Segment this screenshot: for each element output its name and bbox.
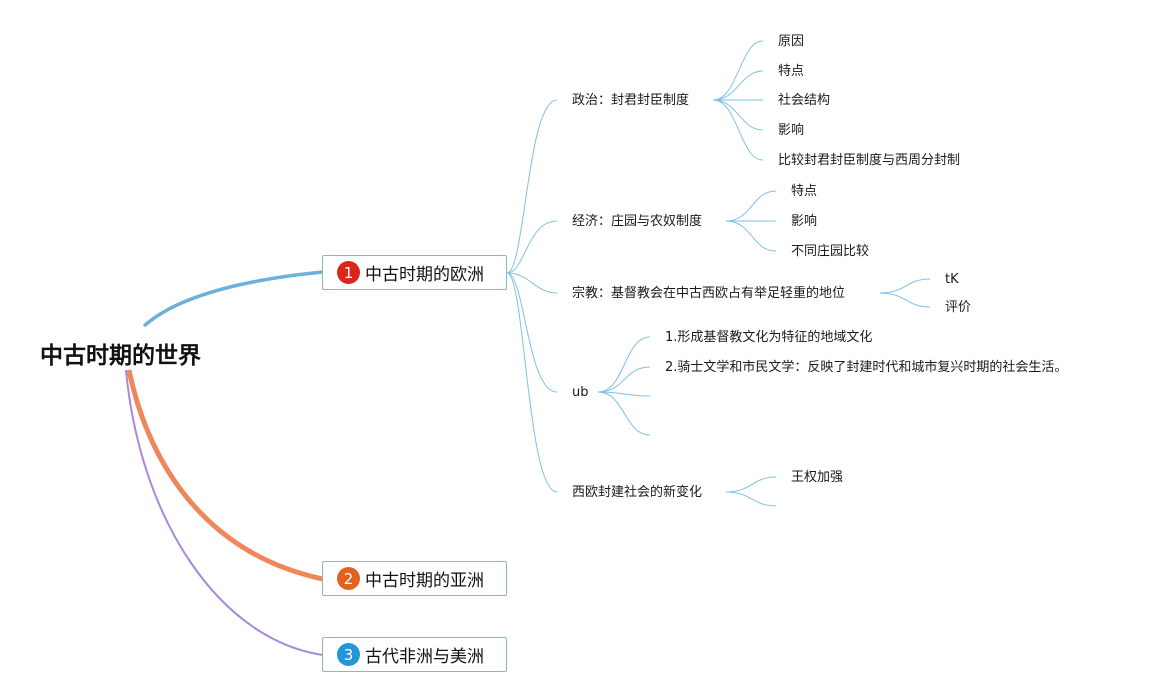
leaf-culture-2[interactable]: 2.骑士文学和市民文学：反映了封建时代和城市复兴时期的社会生活。 xyxy=(665,360,1068,375)
topic-africa-america[interactable]: 3 古代非洲与美洲 xyxy=(322,637,507,672)
branch-africa-america xyxy=(125,369,324,656)
leaf-economy-comparison[interactable]: 不同庄园比较 xyxy=(791,244,870,259)
branch-europe xyxy=(142,270,324,328)
leaf-religion-evaluation[interactable]: 评价 xyxy=(945,300,972,315)
leaf-politics-impact[interactable]: 影响 xyxy=(778,123,805,138)
politics-leaves xyxy=(712,40,764,161)
culture-leaves xyxy=(597,336,651,436)
topic-label: 中古时期的欧洲 xyxy=(365,265,484,285)
change-leaves xyxy=(725,476,777,507)
leaf-politics-feature[interactable]: 特点 xyxy=(778,64,805,79)
leaf-politics-cause[interactable]: 原因 xyxy=(778,34,805,49)
leaf-culture-1[interactable]: 1.形成基督教文化为特征的地域文化 xyxy=(665,330,873,345)
subtopic-culture[interactable]: ub xyxy=(572,385,589,400)
number-badge-2: 2 xyxy=(337,567,360,590)
subtopic-new-changes[interactable]: 西欧封建社会的新变化 xyxy=(572,485,703,500)
branch-asia xyxy=(126,369,324,582)
subtopic-religion[interactable]: 宗教：基督教会在中古西欧占有举足轻重的地位 xyxy=(572,286,846,301)
leaf-change-royal-power[interactable]: 王权加强 xyxy=(791,470,844,485)
subtopic-economy[interactable]: 经济：庄园与农奴制度 xyxy=(572,214,703,229)
leaf-politics-comparison[interactable]: 比较封君封臣制度与西周分封制 xyxy=(778,153,961,168)
number-badge-1: 1 xyxy=(337,261,360,284)
topic-label: 中古时期的亚洲 xyxy=(365,571,484,591)
leaf-politics-social-structure[interactable]: 社会结构 xyxy=(778,93,831,108)
leaf-economy-feature[interactable]: 特点 xyxy=(791,184,818,199)
economy-leaves xyxy=(725,190,777,252)
europe-subbranches xyxy=(506,99,558,493)
leaf-economy-impact[interactable]: 影响 xyxy=(791,214,818,229)
leaf-religion-1[interactable]: tK xyxy=(945,272,959,287)
subtopic-politics[interactable]: 政治：封君封臣制度 xyxy=(572,93,690,108)
topic-medieval-europe[interactable]: 1 中古时期的欧洲 xyxy=(322,255,507,290)
religion-leaves xyxy=(879,278,931,308)
number-badge-3: 3 xyxy=(337,643,360,666)
root-topic[interactable]: 中古时期的世界 xyxy=(40,343,201,369)
topic-medieval-asia[interactable]: 2 中古时期的亚洲 xyxy=(322,561,507,596)
topic-label: 古代非洲与美洲 xyxy=(365,647,484,667)
